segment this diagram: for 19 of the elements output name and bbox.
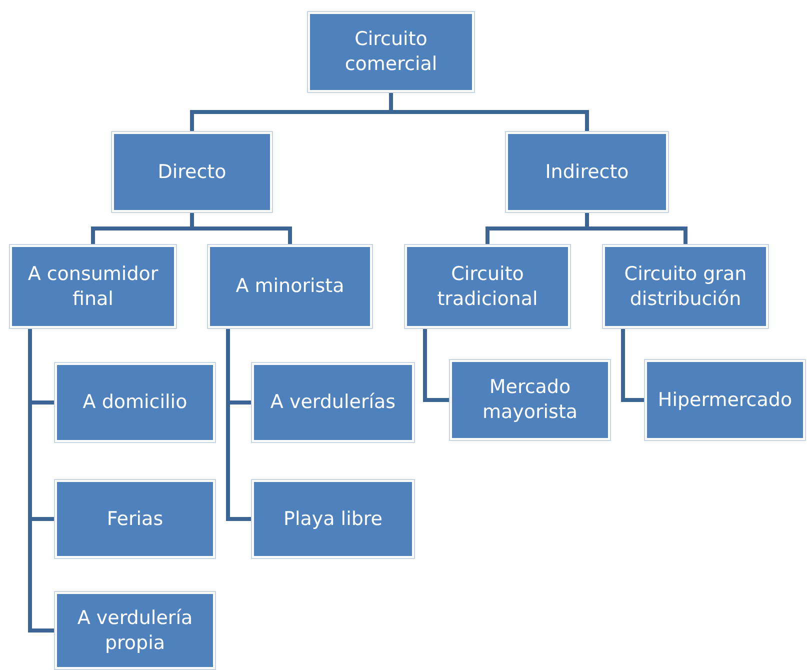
category-box: A domicilio: [55, 363, 215, 442]
category-box: Mercado mayorista: [450, 360, 610, 440]
connector-line: [28, 328, 55, 632]
category-box: Circuito gran distribución: [603, 245, 768, 328]
category-box: Directo: [112, 132, 272, 212]
category-box: A verdulerías: [252, 363, 414, 442]
connector-line: [226, 328, 252, 521]
category-box: Hipermercado: [645, 360, 805, 440]
connector-line: [423, 328, 450, 402]
category-box: Ferias: [55, 480, 215, 558]
connector-line: [389, 92, 589, 132]
category-box: A verdulería propia: [55, 592, 215, 669]
category-box: A minorista: [208, 245, 372, 328]
connector-line: [621, 328, 645, 402]
category-box: Circuito tradicional: [405, 245, 570, 328]
category-box: A consumidor final: [10, 245, 176, 328]
category-box: Playa libre: [252, 480, 414, 558]
category-box: Indirecto: [506, 132, 668, 212]
category-box: Circuito comercial: [308, 12, 474, 92]
